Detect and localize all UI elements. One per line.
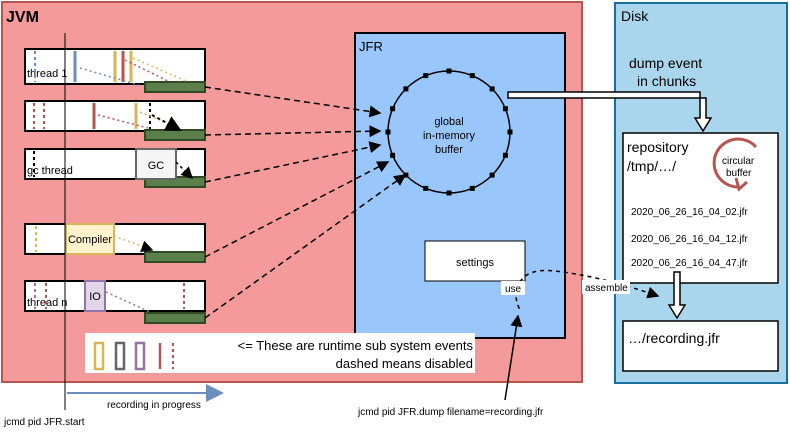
legend-event-markers [93, 341, 174, 371]
thread-label: gc thread [27, 165, 73, 177]
recording-file-label: …/recording.jfr [628, 330, 720, 346]
chunk-file-3: 2020_06_26_16_04_47.jfr [631, 258, 748, 269]
compiler-box-label: Compiler [68, 234, 112, 246]
legend-line-1: <= These are runtime sub system events [238, 338, 474, 353]
dump-command: jcmd pid JFR.dump filename=recording.jfr [357, 407, 544, 418]
dump-command-arrow [504, 314, 523, 401]
circular-buffer-icon [712, 137, 758, 189]
repository-label-1: repository [627, 139, 688, 155]
chunk-file-2: 2020_06_26_16_04_12.jfr [631, 234, 748, 245]
settings-box [424, 240, 526, 282]
recording-file-box [622, 320, 779, 372]
buffer-tick [390, 106, 396, 112]
buffer-tick [423, 185, 429, 191]
chunk-file-1: 2020_06_26_16_04_02.jfr [631, 207, 748, 218]
assemble-arrow [667, 271, 687, 320]
buffer-tick [423, 73, 429, 79]
assemble-label: assemble [585, 283, 628, 294]
thread-buffer [144, 81, 206, 93]
thread-lane-n: thread n IO [24, 280, 206, 324]
thread-buffer [144, 251, 206, 263]
buffer-label-2: in-memory [423, 130, 475, 142]
use-label: use [505, 284, 522, 295]
dump-label-1: dump event [629, 55, 702, 71]
buffer-tick [507, 129, 513, 135]
legend-line-2: dashed means disabled [336, 356, 473, 371]
buffer-tick [446, 190, 452, 196]
disk-title: Disk [621, 8, 649, 24]
buffer-tick [403, 86, 409, 92]
recording-progress-label: recording in progress [107, 400, 201, 411]
thread-buffer [144, 312, 206, 324]
dump-label-2: in chunks [637, 73, 696, 89]
buffer-label-3: buffer [435, 144, 463, 156]
buffer-tick [489, 86, 495, 92]
thread-lane-compiler: Compiler [24, 223, 206, 263]
thread-lane-2 [24, 100, 206, 141]
buffer-tick [502, 106, 508, 112]
start-command: jcmd pid JFR.start [3, 417, 85, 428]
circular-label-1: circular [722, 156, 755, 167]
settings-label: settings [456, 257, 494, 269]
repository-label-2: /tmp/…/ [627, 158, 676, 174]
buffer-tick [385, 129, 391, 135]
thread-lane-1: thread 1 [24, 48, 206, 93]
compiler-box [65, 223, 115, 255]
buffer-tick [489, 172, 495, 178]
gc-box [135, 148, 177, 180]
io-box-label: IO [89, 291, 101, 303]
legend-box [85, 333, 475, 373]
buffer-tick [502, 152, 508, 158]
gc-box-label: GC [148, 160, 165, 172]
jfr-title: JFR [359, 39, 383, 54]
thread-label: thread n [27, 297, 67, 309]
jvm-title: JVM [6, 9, 39, 26]
buffer-tick [469, 185, 475, 191]
thread-lane-gc: gc thread GC [24, 148, 206, 188]
io-box [84, 280, 106, 312]
thread-buffer [144, 129, 206, 141]
buffer-tick [446, 68, 452, 74]
thread-label: thread 1 [27, 68, 67, 80]
jfr-container [354, 32, 566, 339]
buffer-label-1: global [434, 116, 463, 128]
dump-arrow [507, 91, 713, 133]
buffer-tick [469, 73, 475, 79]
buffer-tick [390, 152, 396, 158]
circular-label-2: buffer [726, 168, 752, 179]
flush-arrows [204, 86, 407, 319]
repository-box [622, 132, 779, 284]
